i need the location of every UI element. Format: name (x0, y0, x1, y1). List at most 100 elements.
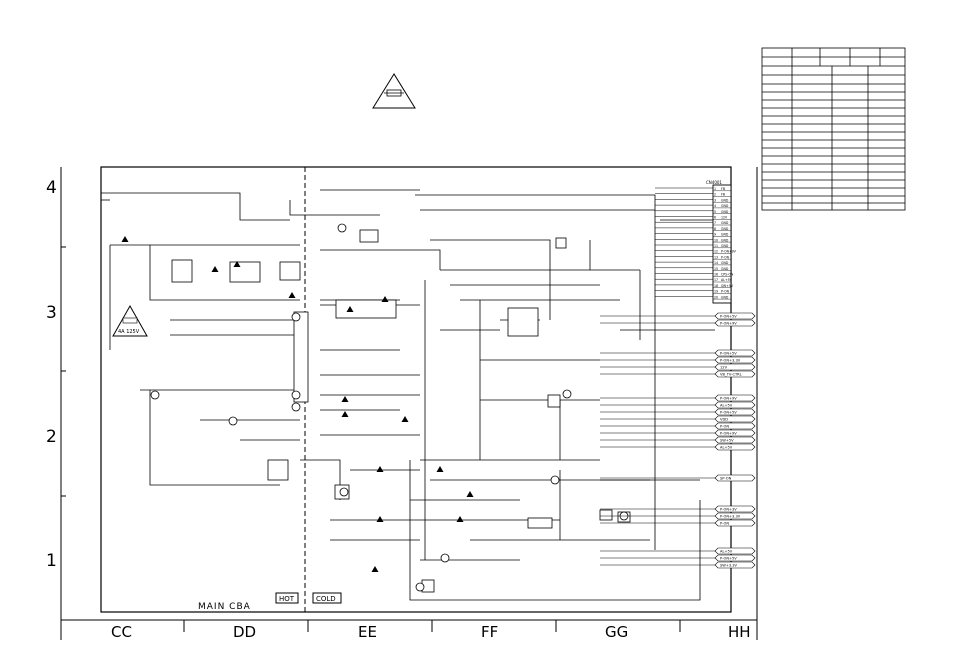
safety-mark-icon (371, 566, 379, 572)
zone-ticks (61, 246, 681, 632)
zone-row-3: 3 (46, 303, 57, 323)
connector-pin-number: 6 (714, 216, 716, 220)
safety-mark-icon (466, 491, 474, 497)
signal-tag-label: SW+5V (720, 439, 734, 443)
signal-tag-label: P-ON+5V (720, 315, 737, 319)
zone-col-hh: HH (728, 623, 751, 641)
zone-row-4: 4 (46, 178, 57, 198)
signal-tag-label: P-ON (720, 425, 729, 429)
safety-mark-icon (376, 466, 384, 472)
connector-pin-label: CPS-ON (721, 273, 734, 277)
wire (409, 460, 701, 601)
signal-tag-label: AL+5V (720, 404, 733, 408)
connector-pin-label: P-ON (721, 255, 730, 259)
signal-tag-label: P-ON+5V (720, 352, 737, 356)
svg-text:HOT: HOT (279, 595, 295, 603)
signal-tag-label: AL+5V (720, 446, 733, 450)
wire (430, 239, 551, 320)
signal-tag-label: P-ON+3.3V (720, 359, 741, 363)
signal-tag-label: P-ON+5V (720, 557, 737, 561)
board-title: MAIN CBA (198, 602, 251, 612)
component (335, 299, 397, 319)
component (527, 517, 553, 529)
component (293, 311, 309, 403)
connector-pin-label: P-ON (721, 290, 730, 294)
zone-row-2: 2 (46, 427, 57, 447)
signal-tag-label: SP-ON (720, 477, 732, 481)
connector-pin-label: FB (721, 187, 725, 191)
connector-pin-label: AL+5V (721, 278, 733, 282)
signal-tag-label: VDD (720, 418, 728, 422)
connector-pin-number: 14 (714, 261, 718, 265)
svg-text:COLD: COLD (316, 595, 336, 603)
connector-pin-number: 12 (714, 250, 718, 254)
parts-legend-table (761, 47, 906, 211)
zone-col-ff: FF (481, 623, 498, 641)
transistor-symbol (291, 390, 301, 400)
component (171, 259, 193, 283)
connector-pin-label: GND (721, 221, 729, 225)
connector-pin-label: FB (721, 193, 725, 197)
zone-row-1: 1 (46, 551, 57, 571)
connector-pin-number: 15 (714, 267, 718, 271)
circuit-components (121, 223, 631, 593)
wire (289, 200, 320, 216)
signal-tag-label: P-ON (720, 522, 729, 526)
safety-mark-icon (346, 306, 354, 312)
zone-col-gg: GG (605, 623, 628, 641)
signal-tag-label: P-ON+9V (720, 397, 737, 401)
safety-mark-icon (436, 466, 444, 472)
connector-pin-label: GND (721, 295, 729, 299)
zone-col-dd: DD (233, 623, 256, 641)
wire (300, 459, 341, 500)
safety-mark-icon (401, 416, 409, 422)
connector-pin-label: GND (721, 261, 729, 265)
transistor-symbol (291, 312, 301, 322)
safety-mark-icon (381, 296, 389, 302)
signal-tag-label: P-ON+5V (720, 411, 737, 415)
connector-pin-label: SW+5V (721, 284, 734, 288)
connector-pin-number: 7 (714, 221, 716, 225)
signal-tag-label: VB_TV-CTRL (720, 373, 742, 377)
transistor-symbol (228, 416, 238, 426)
wire (101, 192, 290, 221)
connector-pin-label: GND (721, 233, 729, 237)
transistor-symbol (150, 390, 160, 400)
connector-pin-number: 2 (714, 193, 716, 197)
circuit-wiring (101, 189, 715, 601)
wire (149, 245, 300, 301)
connector-pin-label: GND (721, 238, 729, 242)
signal-tag-label: P-ON+9V (720, 432, 737, 436)
connector-pin-number: 16 (714, 273, 718, 277)
connector-pin-label: 12V (721, 216, 728, 220)
signal-tag-label: P-ON+9V (720, 322, 737, 326)
zone-col-ee: EE (358, 623, 377, 641)
connector-pin-number: 3 (714, 198, 716, 202)
fuse-rating-label: 4A 125V (118, 329, 140, 335)
connector-pin-number: 19 (714, 290, 718, 294)
zone-col-cc: CC (111, 623, 132, 641)
signal-tag-label: P-ON+3.3V (720, 515, 741, 519)
transistor-symbol (339, 487, 349, 497)
wire (149, 390, 280, 486)
safety-mark-icon (233, 261, 241, 267)
connector-ref: CN4001 (706, 180, 722, 185)
connector-pin-number: 8 (714, 227, 716, 231)
safety-mark-icon (288, 292, 296, 298)
connector-pin-number: 10 (714, 238, 718, 242)
component (359, 229, 379, 243)
transistor-symbol (440, 553, 450, 563)
transistor-symbol (415, 582, 425, 592)
connector-pin-label: P-ON+9V (721, 250, 737, 254)
connector-pin-number: 4 (714, 204, 716, 208)
connector-pin-number: 9 (714, 233, 716, 237)
safety-mark-icon (376, 516, 384, 522)
component (229, 261, 261, 283)
connector-pin-label: GND (721, 210, 729, 214)
safety-mark-icon (456, 516, 464, 522)
component (547, 394, 561, 408)
connector-pin-label: GND (721, 244, 729, 248)
component (267, 459, 289, 481)
connector-pin-number: 13 (714, 255, 718, 259)
